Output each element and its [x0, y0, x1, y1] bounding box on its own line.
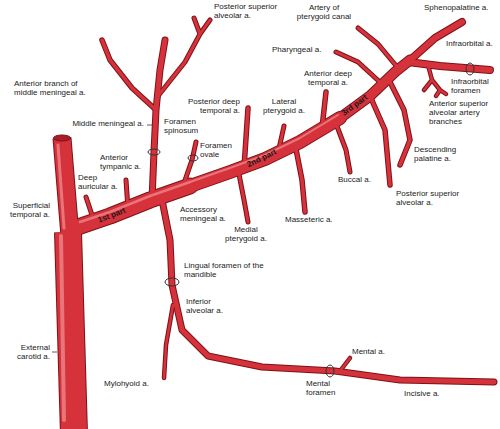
maxillary-vessel	[72, 186, 190, 229]
branch-vessel	[295, 144, 305, 212]
leader-lines	[52, 125, 152, 352]
branch-vessel	[162, 200, 494, 382]
artery-label: Mylohyoid a.	[104, 380, 160, 389]
artery-label: Superficial temporal a.	[4, 202, 50, 220]
branch-vessel	[335, 121, 350, 172]
artery-label: Posterior deep temporal a.	[180, 98, 240, 116]
maxillary-vessel	[340, 60, 410, 118]
vessel-highlights	[58, 115, 338, 420]
artery-label: Descending palatine a.	[414, 146, 468, 164]
foramen-ring	[148, 149, 160, 155]
artery-label: Anterior branch of middle meningeal a.	[14, 80, 100, 98]
artery-label: Deep auricular a.	[78, 174, 124, 192]
branch-vessel	[164, 305, 173, 378]
maxillary-vessel	[72, 186, 190, 229]
artery-label: Mental foramen	[306, 380, 346, 398]
branch-vessel	[370, 96, 390, 185]
branch-vessel	[358, 28, 398, 68]
artery-label: Inferior alveolar a.	[186, 298, 236, 316]
artery-label: Lingual foramen of the mandible	[184, 262, 264, 280]
artery-label: Foramen spinosum	[164, 118, 204, 136]
foramen-ring	[188, 155, 198, 161]
branch-vessel	[340, 358, 350, 371]
artery-label: Posterior superior alveolar a.	[396, 190, 468, 208]
foramen-rings	[148, 63, 474, 377]
artery-label: Lateral pterygoid a.	[258, 98, 310, 116]
foramen-ring	[165, 278, 179, 286]
branch-vessel	[370, 96, 390, 185]
artery-label: Anterior tympanic a.	[100, 154, 148, 172]
branch-vessel	[102, 40, 156, 110]
branch-vessel	[408, 62, 490, 70]
artery-label: Mental a.	[352, 348, 396, 357]
artery-label: Middle meningeal a.	[62, 120, 144, 129]
vessel-cut-end	[54, 135, 71, 141]
external-carotid-vessel	[68, 232, 74, 429]
artery-label: Artery of pterygoid canal	[292, 4, 356, 22]
vessel-highlight	[58, 145, 64, 228]
foramen-ring	[326, 365, 334, 377]
branch-vessel	[424, 65, 446, 96]
artery-label: Medial pterygoid a.	[222, 226, 270, 244]
branch-vessel	[162, 200, 494, 382]
vessel-outlines	[62, 18, 494, 429]
branch-vessel	[238, 169, 248, 222]
artery-label: Sphenopalatine a.	[424, 4, 496, 13]
branch-vessel	[388, 78, 410, 165]
branch-vessel	[408, 62, 490, 70]
foramen-ring	[466, 63, 474, 75]
branch-vessel	[102, 40, 156, 110]
branch-vessel	[340, 358, 350, 371]
artery-label: Infraorbital foramen	[451, 78, 497, 96]
artery-label: Posterior superior alveolar a.	[214, 3, 288, 21]
leader-line	[147, 125, 152, 126]
branch-vessel	[335, 121, 350, 172]
branch-vessel	[295, 144, 305, 212]
branch-vessel	[158, 18, 210, 96]
branch-vessel	[152, 40, 165, 200]
artery-label: Pharyngeal a.	[272, 46, 328, 55]
branch-vessel	[158, 18, 210, 96]
artery-label: External carotid a.	[4, 344, 50, 362]
branch-vessel	[152, 40, 165, 200]
artery-label: Incisive a.	[404, 390, 454, 399]
branch-vessel	[358, 28, 398, 68]
artery-label: Masseteric a.	[285, 216, 341, 225]
branch-vessel	[388, 78, 410, 165]
branch-vessel	[238, 169, 248, 222]
vessel-highlight	[190, 115, 338, 182]
artery-label: Accessory meningeal a.	[180, 206, 236, 224]
artery-label: Anterior superior alveolar artery branch…	[429, 100, 497, 126]
artery-label: Buccal a.	[338, 176, 384, 185]
branch-vessel	[244, 108, 248, 168]
external-carotid-vessel	[68, 232, 74, 429]
vessel-fills	[62, 18, 494, 429]
artery-label: Infraorbital a.	[446, 40, 496, 49]
vessel-highlight	[61, 236, 64, 420]
branch-vessel	[164, 305, 173, 378]
artery-label: Anterior deep temporal a.	[298, 70, 358, 88]
leader-line	[52, 352, 57, 353]
artery-label: Foramen ovale	[200, 142, 236, 160]
